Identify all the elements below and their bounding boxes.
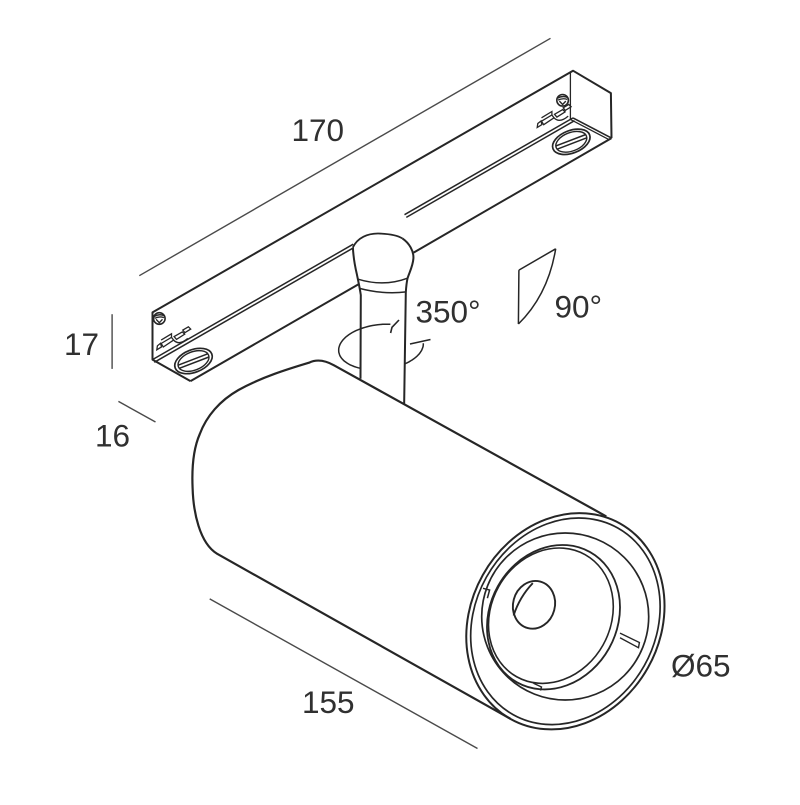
svg-text:90°: 90°: [555, 289, 603, 325]
svg-text:155: 155: [302, 684, 355, 720]
svg-text:17: 17: [64, 326, 99, 362]
svg-text:170: 170: [292, 112, 345, 148]
svg-text:350°: 350°: [416, 294, 481, 330]
svg-text:Ø65: Ø65: [671, 648, 731, 684]
svg-text:16: 16: [95, 418, 130, 454]
